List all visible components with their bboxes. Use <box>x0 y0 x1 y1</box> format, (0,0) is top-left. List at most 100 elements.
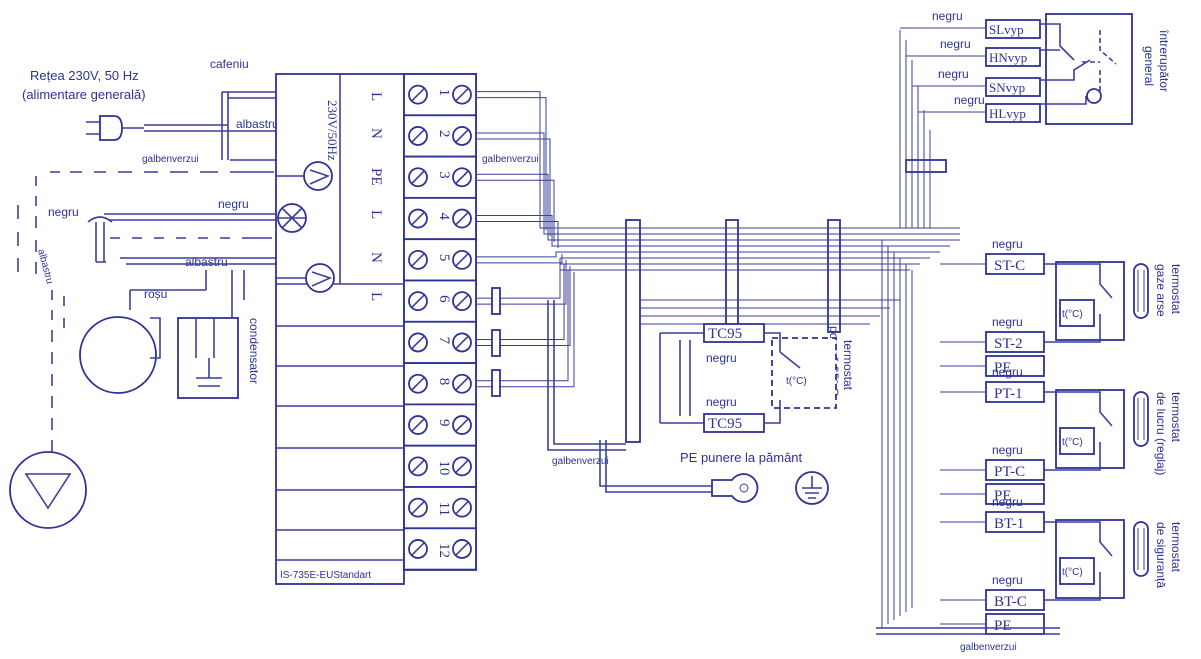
ground-label: PE punere la pământ <box>680 450 803 465</box>
fan-relay-symbol <box>277 203 307 233</box>
cable-clamp-1 <box>625 219 641 443</box>
pump-thermostat-terminal-bottom-label: TC95 <box>708 416 742 432</box>
terminal-6: 6 <box>403 279 477 323</box>
flue-thermostat-terminal-label-2: ST-2 <box>994 336 1023 352</box>
general-switch-label-1: întrerupător <box>1157 29 1171 92</box>
safety-thermostat-label-1: termostat <box>1169 522 1183 573</box>
terminal-number-8: 8 <box>436 378 452 386</box>
terminal-number-11: 11 <box>436 502 452 516</box>
flue-thermostat-label-1: termostat <box>1169 264 1183 315</box>
flue-thermostat-terminal-label-3: PE <box>994 360 1012 376</box>
controller-phase-label-3: PE <box>368 168 384 186</box>
controller-phase-label-2: N <box>368 128 384 139</box>
general-switch-wire-3: negru <box>938 67 969 81</box>
work-thermostat-terminal-label-2: PT-C <box>994 464 1025 480</box>
work-thermostat-terminal-label-1: PT-1 <box>994 386 1023 402</box>
work-thermostat-wire-1: negru <box>992 365 1023 379</box>
wire-label-galbenverzui-right: galbenverzui <box>960 642 1017 653</box>
terminal-1: 1 <box>403 73 477 117</box>
capacitor-box <box>177 317 239 399</box>
supply-sublabel: (alimentare generală) <box>22 87 146 102</box>
general-switch-terminal-label-1: SLvyp <box>989 22 1024 37</box>
general-switch-terminal-1: SLvyp negru <box>900 9 1041 39</box>
circulation-pump-icon <box>9 451 87 529</box>
controller-phase-label-6: L <box>368 292 384 301</box>
cable-clamp-small-3 <box>491 369 501 397</box>
terminal-number-10: 10 <box>436 460 452 475</box>
ground-lug-icon <box>711 473 759 503</box>
safety-thermostat-wire-1: negru <box>992 495 1023 509</box>
pump-thermostat-box <box>771 337 837 409</box>
pump-thermostat-sensor: t(°C) <box>786 376 807 387</box>
terminal-8: 8 <box>403 362 477 406</box>
terminal-11: 11 <box>403 486 477 530</box>
safety-thermostat-probe-icon <box>1133 521 1149 577</box>
general-switch-terminal-label-2: HNvyp <box>989 50 1027 65</box>
wire-label-albastru-top: albastru <box>236 117 279 131</box>
flue-thermostat-probe-icon <box>1133 263 1149 319</box>
terminal-number-4: 4 <box>436 213 452 221</box>
work-thermostat-label-2: de lucru (reglaj) <box>1154 392 1168 475</box>
terminal-7: 7 <box>403 320 477 364</box>
fan-motor-icon <box>79 316 157 394</box>
plug-icon <box>86 115 144 141</box>
pump-thermostat-wire-top: negru <box>706 351 737 365</box>
terminal-9: 9 <box>403 403 477 447</box>
flue-thermostat-terminal-label-1: ST-C <box>994 258 1025 274</box>
terminal-number-9: 9 <box>436 419 452 427</box>
flue-thermostat-sensor: t(°C) <box>1062 309 1083 320</box>
pump-relay-symbol <box>303 161 333 191</box>
cable-clamp-small-1 <box>491 287 501 315</box>
controller-phase-label-1: L <box>368 92 384 101</box>
controller-phase-label-4: L <box>368 210 384 219</box>
general-switch-box <box>1045 13 1133 125</box>
safety-thermostat-terminal-label-1: BT-1 <box>994 516 1024 532</box>
wire-label-galbenverzui-block: galbenverzui <box>482 154 539 165</box>
cable-clamp-2 <box>725 219 739 333</box>
work-thermostat-terminal-label-3: PE <box>994 488 1012 504</box>
flue-thermostat-wire-1: negru <box>992 237 1023 251</box>
general-switch-wire-1: negru <box>932 9 963 23</box>
wire-label-rosu: roșu <box>144 287 167 301</box>
terminal-5: 5 <box>403 238 477 282</box>
terminal-2: 2 <box>403 114 477 158</box>
terminal-number-12: 12 <box>436 543 452 558</box>
pump-thermostat-terminal-top-label: TC95 <box>708 326 742 342</box>
flue-thermostat-label-2: gaze arse <box>1154 264 1168 317</box>
general-switch-wire-2: negru <box>940 37 971 51</box>
safety-thermostat-terminal-label-3: PE <box>994 618 1012 634</box>
cable-clamp-3 <box>827 219 841 333</box>
work-thermostat-probe-icon <box>1133 391 1149 447</box>
flue-thermostat-wire-2: negru <box>992 315 1023 329</box>
general-switch-terminal-label-3: SNvyp <box>989 80 1025 95</box>
safety-thermostat-sensor: t(°C) <box>1062 567 1083 578</box>
work-thermostat-sensor: t(°C) <box>1062 437 1083 448</box>
pump-thermostat-wire-bottom: negru <box>706 395 737 409</box>
safety-thermostat-wire-2: negru <box>992 573 1023 587</box>
pump-thermostat-label-1: termostat <box>841 340 855 391</box>
wire-label-albastru-mid: albastru <box>185 255 228 269</box>
controller-model-label: IS-735E-EUStandart <box>280 570 371 581</box>
supply-label: Rețea 230V, 50 Hz <box>30 68 139 83</box>
terminal-number-5: 5 <box>436 254 452 262</box>
general-switch-terminal-2: HNvyp negru <box>906 37 1041 67</box>
wire-label-negru-mid: negru <box>218 197 249 211</box>
pump-relay-symbol-2 <box>305 263 335 293</box>
terminal-number-3: 3 <box>436 171 452 179</box>
terminal-number-2: 2 <box>436 130 452 138</box>
terminal-number-1: 1 <box>436 89 452 97</box>
general-switch-wire-4: negru <box>954 93 985 107</box>
wire-label-cafeniu: cafeniu <box>210 57 249 71</box>
terminal-3: 3 <box>403 155 477 199</box>
work-thermostat-label-1: termostat <box>1169 392 1183 443</box>
terminal-number-6: 6 <box>436 295 452 303</box>
